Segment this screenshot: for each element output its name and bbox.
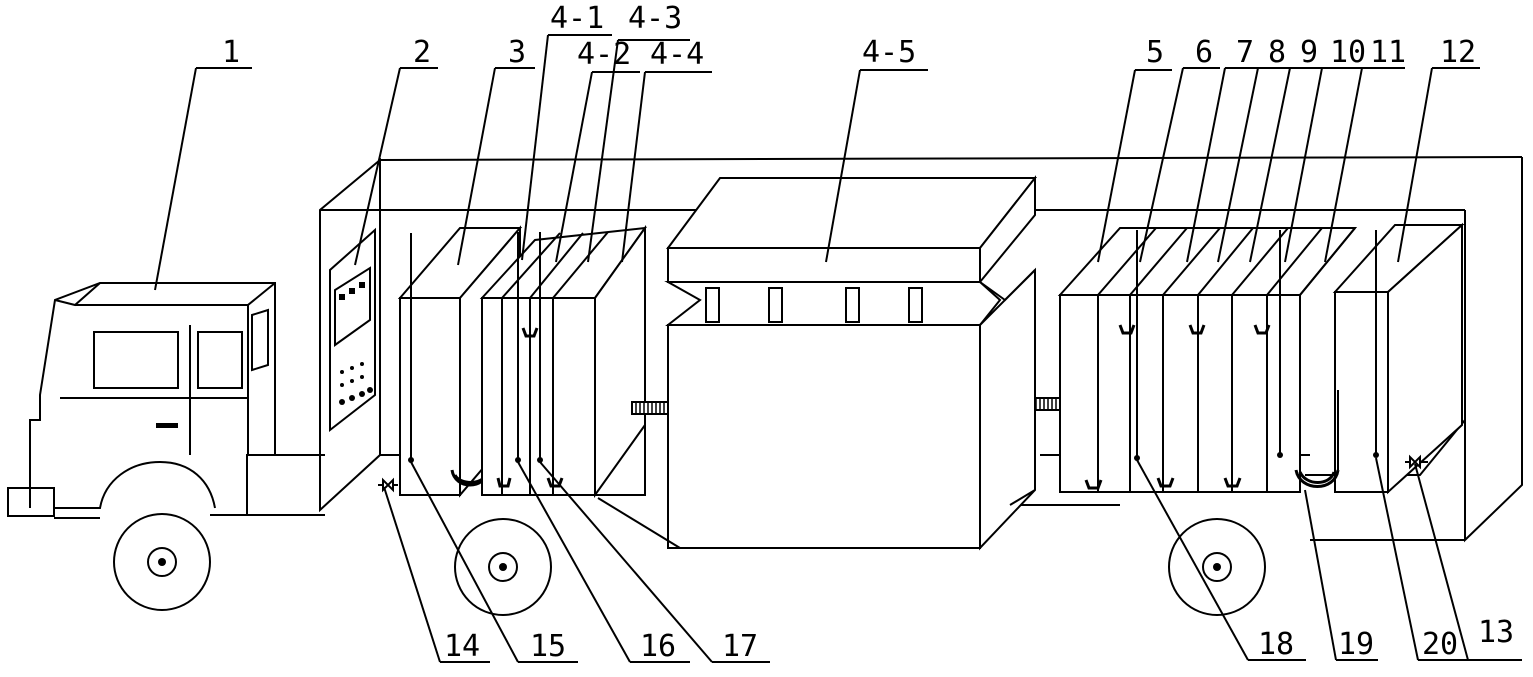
label-4-4: 4-4 [650,37,704,72]
central-unit-4-5 [597,175,1038,551]
label-9: 9 [1300,35,1318,70]
label-11: 11 [1370,35,1406,70]
wheel-rear [1168,518,1266,616]
label-8: 8 [1268,35,1286,70]
label-6: 6 [1195,35,1213,70]
label-10: 10 [1330,35,1366,70]
wheel-middle [454,518,552,616]
label-7: 7 [1236,35,1254,70]
tank-group-4 [479,224,648,499]
label-2: 2 [413,35,431,70]
tank-group-right [1057,227,1358,493]
truck-cab [7,282,276,519]
label-13: 13 [1478,615,1514,650]
leader-lines [154,34,1522,663]
label-4-5: 4-5 [862,35,916,70]
valve-14 [378,477,398,493]
label-3: 3 [508,35,526,70]
label-5: 5 [1146,35,1164,70]
label-4-3: 4-3 [628,1,682,36]
label-15: 15 [530,629,566,664]
valve-13 [1405,454,1428,470]
pipe-left [631,401,669,415]
label-14: 14 [444,629,480,664]
label-20: 20 [1422,627,1458,662]
label-18: 18 [1258,627,1294,662]
control-panel [329,227,376,433]
label-17: 17 [722,629,758,664]
label-12: 12 [1440,35,1476,70]
label-1: 1 [222,35,240,70]
chassis-line [247,454,325,516]
label-4-2: 4-2 [577,37,631,72]
label-19: 19 [1338,627,1374,662]
callout-labels: 1 2 3 4-1 4-3 4-2 4-4 4-5 5 6 7 8 9 10 1… [222,1,1514,664]
label-16: 16 [640,629,676,664]
label-4-1: 4-1 [550,1,604,36]
wheel-front [113,513,211,611]
